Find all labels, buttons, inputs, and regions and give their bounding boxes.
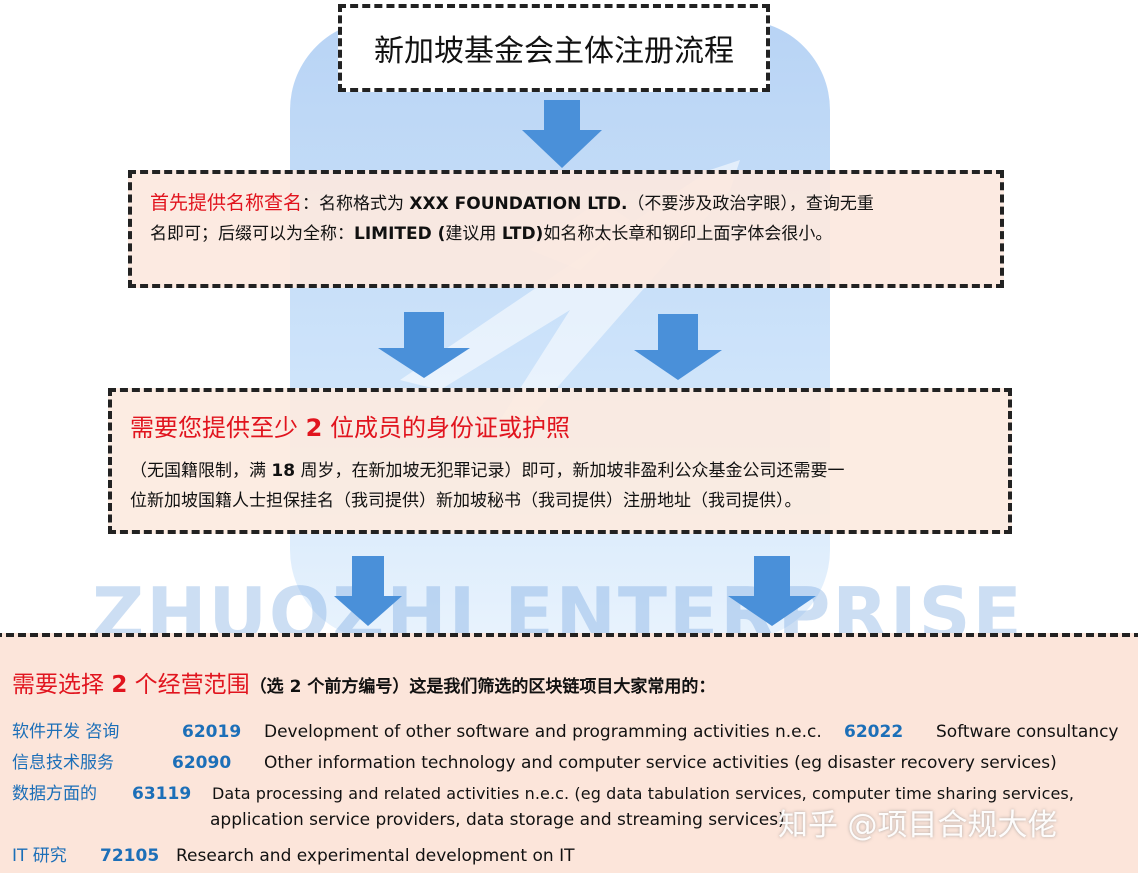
step2-text: 周岁，在新加坡无犯罪记录）即可，新加坡非盈利公众基金公司还需要一 xyxy=(295,461,845,481)
step1-text: 如名称太长章和钢印上面字体会很小。 xyxy=(543,224,833,244)
scope-label: IT 研究 xyxy=(12,846,67,866)
scope-desc: Data processing and related activities n… xyxy=(212,784,1075,803)
down-arrow-icon xyxy=(728,556,816,626)
step1-text: 建议用 xyxy=(445,224,502,244)
scope-label: 信息技术服务 xyxy=(12,753,114,773)
down-arrow-icon xyxy=(522,100,602,168)
scope-code: 62019 xyxy=(182,722,242,742)
step2-line2: 位新加坡国籍人士担保挂名（我司提供）新加坡秘书（我司提供）注册地址（我司提供）。 xyxy=(130,491,802,511)
title-box: 新加坡基金会主体注册流程 xyxy=(338,4,770,92)
scope-label: 软件开发 咨询 xyxy=(12,722,120,742)
step1-line2: 名即可；后缀可以为全称：LIMITED (建议用 LTD)如名称太长章和钢印上面… xyxy=(150,219,984,249)
scope-desc: Research and experimental development on… xyxy=(176,846,575,866)
scope-desc: Software consultancy xyxy=(936,722,1119,742)
list-item: 数据方面的 63119 Data processing and related ac… xyxy=(12,779,1074,804)
step3-heading-text: 个经营范围 xyxy=(127,672,250,698)
page-title: 新加坡基金会主体注册流程 xyxy=(374,34,734,69)
down-arrow-icon xyxy=(378,312,470,378)
step1-highlight: 首先提供名称查名 xyxy=(150,192,303,214)
step3-subtext: 个前方编号）这是我们筛选的区块链项目大家常用的： xyxy=(301,677,716,697)
step2-text: （无国籍限制，满 xyxy=(130,461,272,481)
scope-count: 2 xyxy=(111,672,128,698)
name-format: XXX FOUNDATION LTD. xyxy=(409,194,628,214)
step2-line1: （无国籍限制，满 18 周岁，在新加坡无犯罪记录）即可，新加坡非盈利公众基金公司… xyxy=(130,456,992,486)
scope-label: 数据方面的 xyxy=(12,784,97,804)
down-arrow-icon xyxy=(634,314,722,380)
step1-text: 名即可；后缀可以为全称： xyxy=(150,224,354,244)
step3-box: 需要选择 2 个经营范围（选 2 个前方编号）这是我们筛选的区块链项目大家常用的… xyxy=(0,633,1138,873)
step2-heading: 需要您提供至少 2 位成员的身份证或护照 xyxy=(130,412,992,444)
step1-box: 首先提供名称查名：名称格式为 XXX FOUNDATION LTD.（不要涉及政… xyxy=(128,170,1004,288)
step2-heading-text: 位成员的身份证或护照 xyxy=(322,414,570,442)
list-item: IT 研究 72105 Research and experimental deve… xyxy=(12,841,574,866)
step2-box: 需要您提供至少 2 位成员的身份证或护照 （无国籍限制，满 18 周岁，在新加坡… xyxy=(108,388,1012,534)
step3-heading-text: 需要选择 xyxy=(12,672,112,698)
list-item: 信息技术服务 62090 Other information technology … xyxy=(12,748,1057,773)
step3-heading: 需要选择 2 个经营范围（选 2 个前方编号）这是我们筛选的区块链项目大家常用的… xyxy=(12,665,715,699)
scope-code: 62022 xyxy=(844,722,904,742)
scope-code: 62090 xyxy=(172,753,232,773)
step3-subtext: 2 xyxy=(289,677,302,697)
suffix-full: LIMITED ( xyxy=(354,224,446,244)
member-count: 2 xyxy=(305,414,323,442)
step1-line1: 首先提供名称查名：名称格式为 XXX FOUNDATION LTD.（不要涉及政… xyxy=(150,188,984,219)
step1-text: ：名称格式为 xyxy=(302,194,410,214)
scope-code: 63119 xyxy=(132,784,192,804)
age-limit: 18 xyxy=(271,461,296,481)
scope-desc: Other information technology and compute… xyxy=(264,753,1057,773)
down-arrow-icon xyxy=(334,556,402,626)
scope-desc: Development of other software and progra… xyxy=(264,722,822,742)
step2-heading-text: 需要您提供至少 xyxy=(130,414,306,442)
step1-text: （不要涉及政治字眼），查询无重 xyxy=(627,194,874,214)
list-item: 软件开发 咨询 62019 Development of other softwar… xyxy=(12,717,1118,742)
suffix-short: LTD) xyxy=(501,224,544,244)
step3-subtext: （选 xyxy=(249,677,290,697)
scope-code: 72105 xyxy=(100,846,160,866)
credit-watermark: 知乎 @项目合规大佬 xyxy=(778,808,1058,843)
list-item-continued: application service providers, data stor… xyxy=(210,810,785,830)
